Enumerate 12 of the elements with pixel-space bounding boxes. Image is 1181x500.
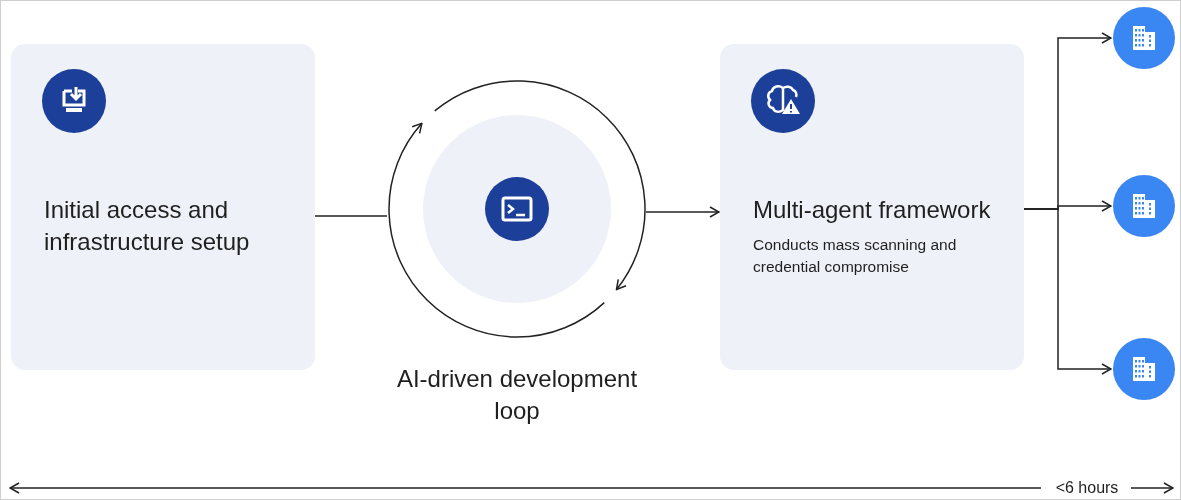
building-icon	[1113, 7, 1175, 69]
connector-arrow	[1023, 208, 1112, 375]
card-title: Multi-agent framework	[753, 195, 992, 225]
connector-arrow	[645, 206, 720, 218]
building-icon	[1113, 338, 1175, 400]
building-icon	[1113, 175, 1175, 237]
loop-label: AI-driven development loop	[395, 364, 639, 426]
stage-card	[11, 44, 315, 370]
stage-card	[720, 44, 1024, 370]
card-description: Conducts mass scanning and credential compromise	[753, 235, 958, 277]
duration-label: <6 hours	[1054, 478, 1120, 498]
card-title: Initial access and infrastructure setup	[44, 195, 251, 257]
